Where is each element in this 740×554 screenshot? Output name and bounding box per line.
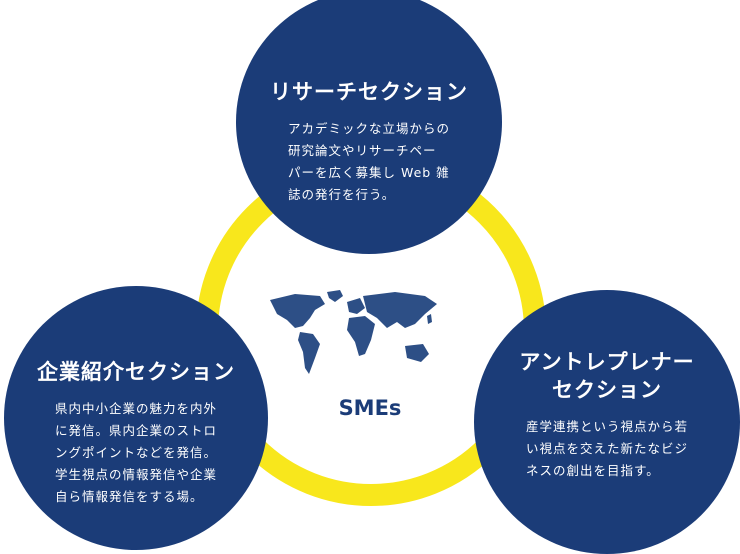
title-line: セクション: [552, 378, 662, 402]
company-section-title: 企業紹介セクション: [37, 360, 235, 384]
center-label: SMEs: [338, 396, 402, 420]
research-section-title: リサーチセクション: [270, 80, 468, 104]
company-section-circle[interactable]: 企業紹介セクション 県内中小企業の魅力を内外 に発信。県内企業のストロ ングポイ…: [4, 286, 268, 550]
desc-line: パーを広く募集し Web 雑: [287, 165, 450, 180]
desc-line: 県内中小企業の魅力を内外: [54, 401, 217, 416]
research-section-circle[interactable]: リサーチセクション アカデミックな立場からの 研究論文やリサーチペー パーを広く…: [236, 0, 502, 254]
title-line: アントレプレナー: [519, 350, 695, 374]
desc-line: い視点を交えた新たなビジ: [525, 441, 688, 456]
desc-line: ングポイントなどを発信。: [54, 445, 217, 460]
entrepreneur-section-circle[interactable]: アントレプレナー セクション 産学連携という視点から若 い視点を交えた新たなビジ…: [474, 290, 740, 554]
company-section-description: 県内中小企業の魅力を内外 に発信。県内企業のストロ ングポイントなどを発信。 学…: [55, 398, 217, 508]
world-map-icon: [270, 290, 437, 374]
research-section-description: アカデミックな立場からの 研究論文やリサーチペー パーを広く募集し Web 雑 …: [288, 118, 450, 206]
desc-line: に発信。県内企業のストロ: [54, 423, 217, 438]
desc-line: 誌の発行を行う。: [287, 187, 396, 202]
entrepreneur-section-title: アントレプレナー セクション: [474, 348, 740, 404]
desc-line: 学生視点の情報発信や企業: [54, 467, 217, 482]
desc-line: アカデミックな立場からの: [287, 121, 450, 136]
desc-line: 研究論文やリサーチペー: [287, 143, 437, 158]
desc-line: 産学連携という視点から若: [525, 419, 688, 434]
desc-line: 自ら情報発信をする場。: [54, 489, 204, 504]
entrepreneur-section-description: 産学連携という視点から若 い視点を交えた新たなビジ ネスの創出を目指す。: [526, 416, 688, 482]
desc-line: ネスの創出を目指す。: [525, 463, 660, 478]
